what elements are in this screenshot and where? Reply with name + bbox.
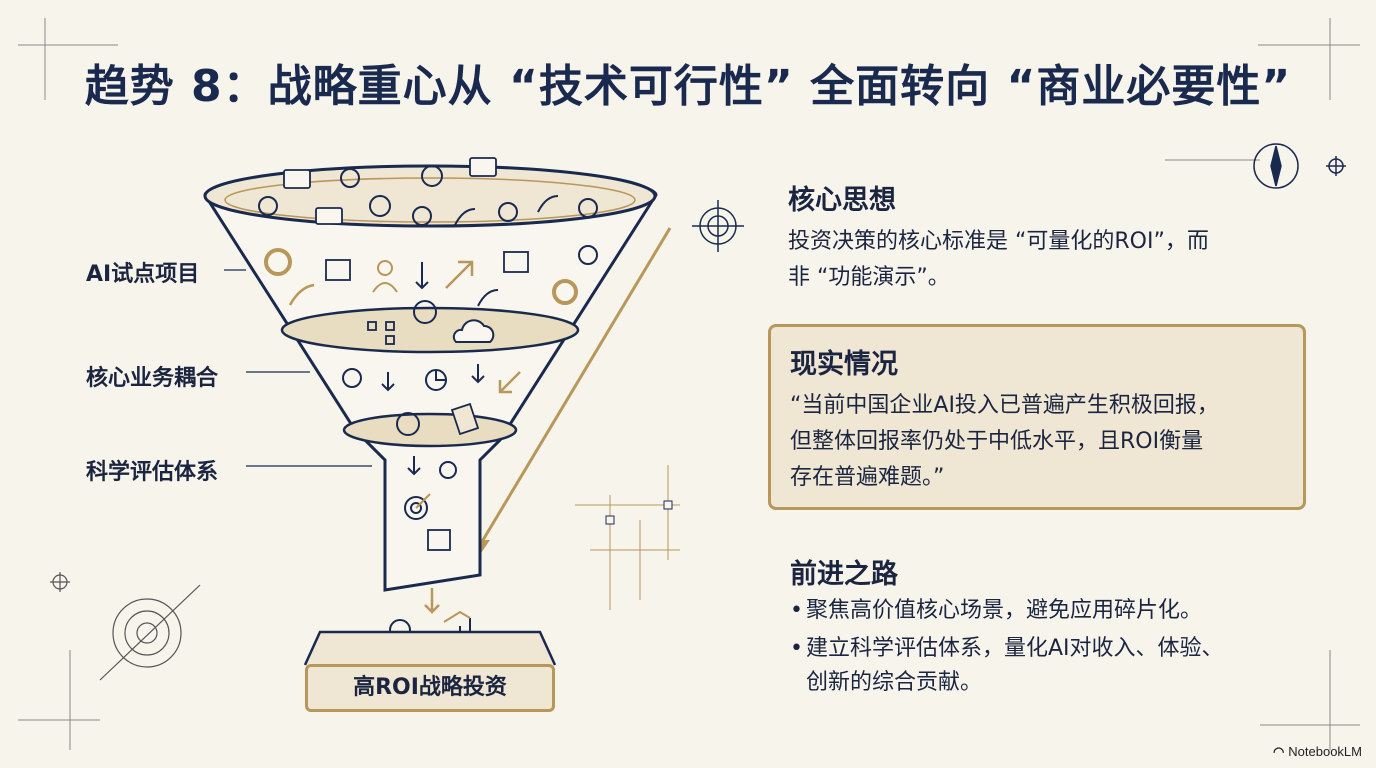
corner-decoration-lines [18, 18, 1360, 750]
list-item: 建立科学评估体系，量化AI对收入、体验、 创新的综合贡献。 [790, 632, 1310, 700]
cloud-icon [452, 319, 495, 343]
reality-text: “当前中国企业AI投入已普遍产生积极回报， 但整体回报率仍处于中低水平，且ROI… [790, 388, 1295, 496]
brand-mark: ◠NotebookLM [1273, 744, 1362, 760]
target-icon [404, 493, 431, 520]
core-idea-line-2: 非 “功能演示”。 [788, 265, 950, 290]
lightbulb-icons [340, 168, 598, 479]
reality-line-2: 但整体回报率仍处于中低水平，且ROI衡量 [790, 429, 1204, 454]
core-idea-text: 投资决策的核心标准是 “可量化的ROI”，而 非 “功能演示”。 [788, 224, 1328, 296]
brand-name: NotebookLM [1288, 744, 1362, 759]
bullet-2-line-2: 创新的综合贡献。 [806, 670, 983, 695]
output-box: 高ROI战略投资 [305, 664, 555, 712]
page-title: 趋势 8：战略重心从 “技术可行性” 全面转向 “商业必要性” [84, 61, 1292, 112]
output-tray [303, 630, 557, 666]
compass-icon [1253, 143, 1346, 189]
bullet-1-line-1: 聚焦高价值核心场景，避免应用碎片化。 [806, 598, 1203, 623]
core-idea-line-1: 投资决策的核心标准是 “可量化的ROI”，而 [788, 229, 1209, 254]
bullet-2-line-1: 建立科学评估体系，量化AI对收入、体验、 [806, 636, 1224, 661]
reality-line-1: “当前中国企业AI投入已普遍产生积极回报， [790, 393, 1219, 418]
progress-arrow [478, 227, 672, 546]
grid-decoration-icon [575, 465, 680, 610]
flowchart-icon [367, 321, 395, 345]
note-icon [450, 402, 480, 436]
core-idea-heading: 核心思想 [788, 185, 896, 216]
output-label: 高ROI战略投资 [353, 675, 507, 700]
reality-line-3: 存在普遍难题。” [790, 465, 945, 490]
document-icons [283, 157, 529, 551]
path-forward-list: 聚焦高价值核心场景，避免应用碎片化。 建立科学评估体系，量化AI对收入、体验、 … [790, 594, 1310, 704]
stage-label-pilot: AI试点项目 [86, 262, 200, 287]
stage-label-evaluation: 科学评估体系 [86, 460, 219, 485]
reality-heading: 现实情况 [790, 349, 898, 380]
funnel-layer-1 [280, 306, 580, 354]
stage-label-core-business: 核心业务耦合 [86, 366, 219, 391]
gold-arrow-icons [288, 260, 521, 614]
target-decoration-icon [50, 572, 201, 681]
list-item: 聚焦高价值核心场景，避免应用碎片化。 [790, 594, 1310, 628]
person-icon [372, 260, 398, 293]
pie-chart-icon [425, 369, 447, 391]
notebooklm-icon: ◠ [1272, 744, 1285, 759]
gear-icons [258, 165, 598, 641]
crosshair-icon [692, 200, 744, 252]
arrow-icons [381, 195, 559, 476]
funnel-layer-2 [342, 412, 518, 448]
path-forward-heading: 前进之路 [790, 559, 898, 590]
reality-box [768, 324, 1306, 510]
stage-connectors [224, 269, 372, 467]
funnel-body [203, 171, 658, 592]
